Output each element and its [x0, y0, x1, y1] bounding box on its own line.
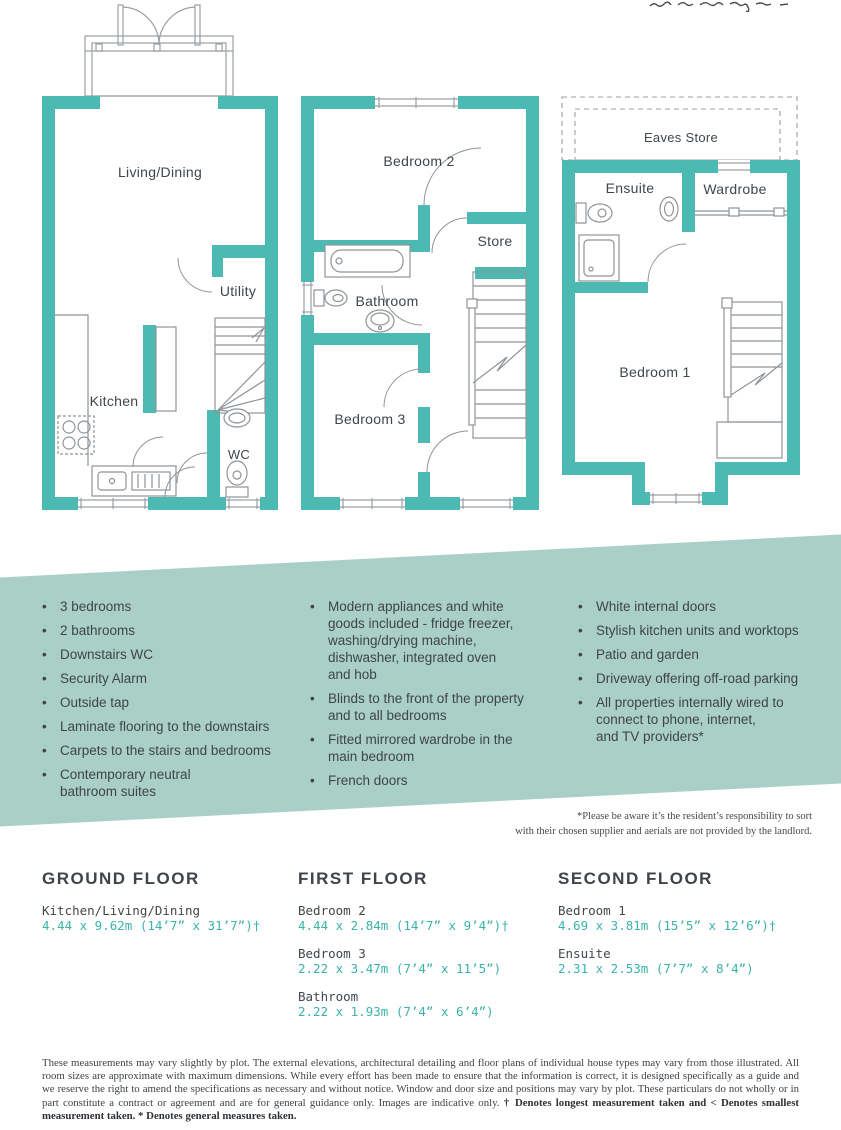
ground-walls: [42, 96, 278, 510]
bullet-icon: •: [42, 719, 47, 734]
features-list-2: •Modern appliances and white goods inclu…: [310, 598, 550, 789]
ground-floor-plan: Living/Dining Utility Kitchen WC: [42, 4, 278, 510]
room-label-utility: Utility: [220, 283, 256, 299]
cropped-handwritten-text: [649, 1, 789, 13]
disclaimer-main-text: These measurements may vary slightly by …: [42, 1057, 799, 1109]
bullet-icon: •: [578, 695, 583, 710]
second-floor-plan: Eaves Store Ensuite Wardrobe Bedroom 1: [561, 96, 800, 505]
second-windows: [650, 160, 750, 505]
bullet-icon: •: [42, 647, 47, 662]
feature-item: •Stylish kitchen units and worktops: [578, 623, 799, 638]
feature-item: •Fitted mirrored wardrobe in the main be…: [310, 732, 513, 764]
feature-item: •Blinds to the front of the property and…: [310, 691, 524, 723]
feature-item: •Patio and garden: [578, 647, 699, 662]
room-label-bedroom-1: Bedroom 1: [619, 364, 690, 380]
room-label-living-dining: Living/Dining: [118, 164, 202, 180]
aerials-footnote: *Please be aware it’s the resident’s res…: [515, 811, 812, 837]
room-label-eaves-store: Eaves Store: [644, 130, 718, 145]
bullet-icon: •: [310, 773, 315, 788]
feature-item: •French doors: [310, 773, 408, 788]
feature-item: •All properties internally wired to conn…: [578, 695, 784, 744]
bullet-icon: •: [578, 671, 583, 686]
kitchen-fixtures: [55, 314, 177, 497]
bullet-icon: •: [42, 767, 47, 782]
second-stairs: [716, 297, 783, 459]
ensuite-fixtures: [575, 196, 679, 282]
feature-item: •2 bathrooms: [42, 623, 136, 638]
legal-disclaimer: These measurements may vary slightly by …: [42, 1057, 799, 1123]
bullet-icon: •: [42, 623, 47, 638]
bullet-icon: •: [310, 732, 315, 747]
ground-floor-section: GROUND FLOOR Kitchen/Living/Dining 4.44 …: [42, 869, 292, 946]
bullet-icon: •: [310, 599, 315, 614]
second-floor-title: SECOND FLOOR: [558, 869, 713, 888]
room-label-bathroom: Bathroom: [355, 293, 418, 309]
feature-item: •Outside tap: [42, 695, 130, 710]
features-column-1: •3 bedrooms •2 bathrooms •Downstairs WC …: [42, 598, 322, 807]
feature-item: •Security Alarm: [42, 671, 148, 686]
room-label-ensuite: Ensuite: [606, 180, 655, 196]
ground-door-arcs: [132, 257, 213, 498]
features-column-2: •Modern appliances and white goods inclu…: [310, 598, 550, 796]
features-list-1: •3 bedrooms •2 bathrooms •Downstairs WC …: [42, 598, 322, 800]
features-list-3: •White internal doors •Stylish kitchen u…: [578, 598, 828, 745]
feature-item: •Laminate flooring to the downstairs: [42, 719, 270, 734]
wc-fixtures: [223, 408, 251, 498]
first-floor-plan: Bedroom 2 Store Bathroom Bedroom 3: [301, 96, 539, 510]
bullet-icon: •: [310, 691, 315, 706]
disclaimer-bold-text: † Denotes longest measurement taken and …: [42, 1096, 799, 1122]
room-dimension-entry: Kitchen/Living/Dining 4.44 x 9.62m (14’7…: [42, 903, 261, 933]
room-dimension-entry: Bathroom 2.22 x 1.93m (7’4” x 6’4”): [298, 989, 494, 1019]
feature-item: •White internal doors: [578, 599, 717, 614]
room-label-store: Store: [478, 233, 513, 249]
bullet-icon: •: [42, 599, 47, 614]
room-label-kitchen: Kitchen: [90, 393, 139, 409]
second-floor-section: SECOND FLOOR Bedroom 1 4.69 x 3.81m (15’…: [558, 869, 818, 989]
feature-item: •Carpets to the stairs and bedrooms: [42, 743, 271, 758]
feature-item: •Downstairs WC: [42, 647, 154, 662]
room-dimension-entry: Bedroom 2 4.44 x 2.84m (14’7” x 9’4”)†: [298, 903, 509, 933]
bathroom-fixtures: [313, 244, 411, 333]
room-label-wardrobe: Wardrobe: [703, 181, 766, 197]
feature-item: •Driveway offering off-road parking: [578, 671, 799, 686]
first-door-arcs: [381, 147, 482, 473]
porch-french-doors: [84, 4, 234, 97]
first-floor-section: FIRST FLOOR Bedroom 2 4.44 x 2.84m (14’7…: [298, 869, 548, 1032]
ground-stairs: [214, 317, 266, 414]
bullet-icon: •: [42, 743, 47, 758]
room-label-bedroom-3: Bedroom 3: [334, 411, 405, 427]
second-door-arcs: [647, 243, 687, 283]
ground-floor-title: GROUND FLOOR: [42, 869, 200, 888]
first-windows: [301, 96, 513, 510]
bullet-icon: •: [578, 623, 583, 638]
feature-item: •Modern appliances and white goods inclu…: [310, 599, 514, 682]
wardrobe-rail: [695, 207, 787, 217]
room-dimension-entry: Bedroom 3 2.22 x 3.47m (7’4” x 11’5”): [298, 946, 502, 976]
bullet-icon: •: [42, 695, 47, 710]
feature-item: •Contemporary neutral bathroom suites: [42, 767, 191, 799]
first-floor-title: FIRST FLOOR: [298, 869, 428, 888]
room-label-wc: WC: [228, 447, 250, 462]
room-label-bedroom-2: Bedroom 2: [383, 153, 454, 169]
ground-windows: [78, 497, 260, 510]
bullet-icon: •: [578, 599, 583, 614]
bullet-icon: •: [42, 671, 47, 686]
bullet-icon: •: [578, 647, 583, 662]
feature-item: •3 bedrooms: [42, 599, 132, 614]
room-dimension-entry: Ensuite 2.31 x 2.53m (7’7” x 8’4”): [558, 946, 754, 976]
features-column-3: •White internal doors •Stylish kitchen u…: [578, 598, 828, 752]
first-stairs: [466, 271, 527, 439]
eaves-store-outline: [561, 96, 798, 161]
room-dimension-entry: Bedroom 1 4.69 x 3.81m (15’5” x 12’6”)†: [558, 903, 777, 933]
